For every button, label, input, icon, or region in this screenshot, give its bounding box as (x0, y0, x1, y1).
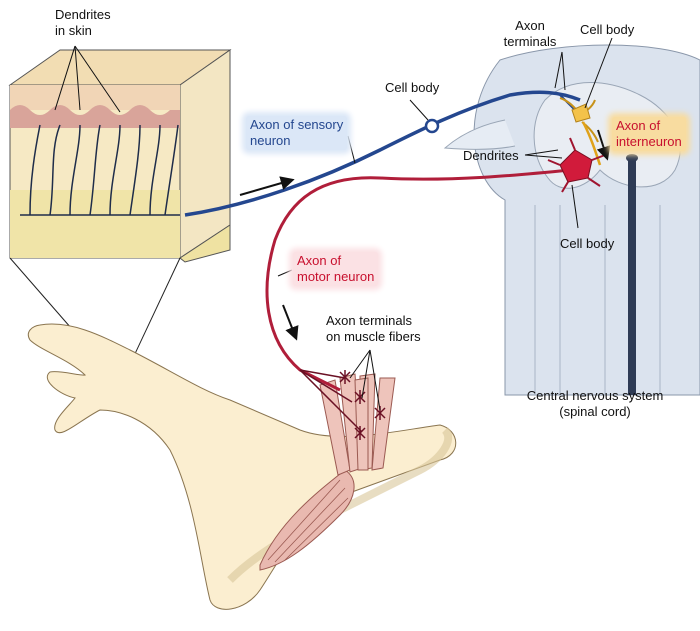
label-dendrites-in-skin: Dendrites in skin (55, 7, 111, 39)
label-central-nervous-system-line2: (spinal cord) (559, 404, 631, 419)
label-axon-of-motor-neuron: Axon of motor neuron (293, 252, 379, 286)
label-dendrites-in-skin-line1: Dendrites (55, 7, 111, 22)
label-axon-terminals-top-line2: terminals (503, 34, 557, 49)
interneuron (559, 94, 602, 166)
neuromuscular-junctions (339, 370, 386, 440)
label-axon-of-sensory-neuron: Axon of sensory neuron (246, 116, 348, 150)
label-central-nervous-system: Central nervous system (spinal cord) (510, 388, 680, 420)
label-axon-terminals-top: Axon terminals (495, 18, 565, 50)
label-axon-of-motor-neuron-line1: Axon of (297, 253, 342, 268)
label-axon-terminals-muscle-line1: Axon terminals (326, 313, 412, 328)
label-axon-of-sensory-neuron-line2: neuron (250, 133, 291, 148)
label-axon-of-sensory-neuron-line1: Axon of sensory (250, 117, 344, 132)
motor-axon-branches (299, 369, 363, 433)
label-axon-of-interneuron-line1: Axon of (616, 118, 661, 133)
arm (27, 323, 457, 610)
leader-lines (54, 37, 613, 411)
label-axon-of-interneuron-line2: interneuron (616, 134, 682, 149)
skin-cross-section (8, 49, 232, 263)
central-canal (628, 160, 636, 395)
motor-axon (265, 168, 571, 392)
label-cell-body-interneuron: Cell body (580, 22, 635, 37)
label-axon-terminals-top-line1: Axon (515, 18, 545, 33)
label-axon-of-interneuron: Axon of interneuron (612, 117, 686, 151)
sensory-cell-body (424, 118, 440, 134)
label-dendrites-cord: Dendrites (463, 148, 519, 163)
sensory-axon (184, 90, 581, 217)
label-cell-body-sensory: Cell body (385, 80, 440, 95)
label-dendrites-in-skin-line2: in skin (55, 23, 92, 38)
label-axon-terminals-muscle-line2: on muscle fibers (326, 329, 421, 344)
label-axon-of-motor-neuron-line2: motor neuron (297, 269, 375, 284)
signal-arrows (239, 129, 611, 341)
label-central-nervous-system-line1: Central nervous system (526, 388, 664, 403)
label-axon-terminals-muscle: Axon terminals on muscle fibers (326, 313, 421, 345)
label-cell-body-motor: Cell body (560, 236, 615, 251)
